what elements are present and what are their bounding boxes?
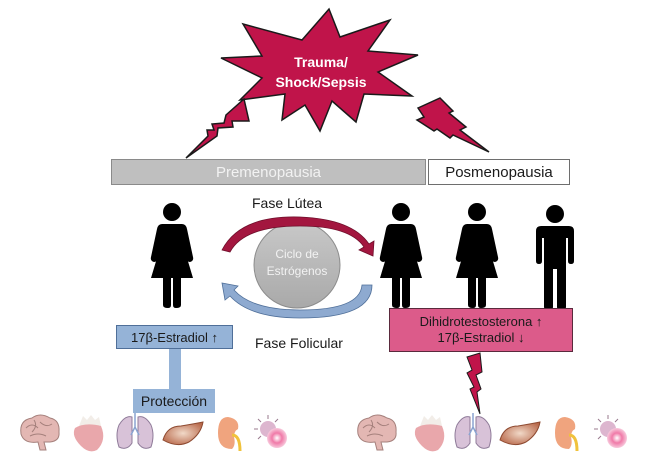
kidney-icon	[216, 415, 242, 453]
lungs-icon	[454, 412, 492, 450]
lightning-bolt-bottom	[466, 352, 483, 415]
trauma-label: Trauma/ Shock/Sepsis	[258, 52, 384, 92]
protection-label: Protección	[140, 393, 208, 409]
man-icon	[536, 205, 574, 311]
protection-box: Protección	[133, 389, 215, 413]
estradiol-increase-box: 17β-Estradiol ↑	[116, 325, 233, 349]
postmenopause-hormone-box: Dihidrotestosterona ↑ 17β-Estradiol ↓	[389, 308, 573, 352]
lightning-bolt-right	[415, 97, 490, 153]
woman-icon	[455, 203, 499, 308]
heart-icon	[73, 415, 104, 452]
heart-icon	[414, 415, 445, 452]
lightning-bolt-left	[185, 97, 250, 159]
trauma-label-line1: Trauma/	[294, 54, 348, 70]
dht-increase-label: Dihidrotestosterona ↑	[419, 314, 543, 329]
cycle-center-label: Ciclo de Estrógenos	[254, 246, 340, 280]
estradiol-decrease-label: 17β-Estradiol ↓	[437, 330, 525, 345]
trauma-starburst	[220, 7, 419, 133]
woman-icon	[379, 203, 423, 308]
trauma-label-line2: Shock/Sepsis	[275, 74, 367, 90]
luteal-phase-arrow	[221, 216, 375, 257]
brain-icon	[20, 414, 60, 451]
kidney-icon	[553, 415, 579, 453]
brain-icon	[357, 414, 397, 451]
follicular-phase-label: Fase Folicular	[255, 335, 343, 351]
premenopause-bar: Premenopausia	[111, 159, 426, 185]
cycle-center-line1: Ciclo de	[275, 247, 319, 261]
immune-cell-icon	[593, 414, 628, 449]
cycle-center-line2: Estrógenos	[266, 264, 328, 278]
lungs-icon	[116, 412, 154, 450]
estradiol-increase-label: 17β-Estradiol ↑	[131, 329, 218, 345]
woman-icon	[150, 203, 194, 308]
luteal-phase-label: Fase Lútea	[252, 195, 323, 211]
liver-icon	[162, 421, 204, 446]
protection-connector	[169, 349, 181, 389]
follicular-phase-arrow	[221, 282, 373, 319]
postmenopause-bar: Posmenopausia	[428, 159, 570, 185]
liver-icon	[499, 421, 541, 446]
immune-cell-icon	[253, 414, 288, 449]
premenopause-label: Premenopausia	[215, 163, 322, 181]
postmenopause-label: Posmenopausia	[445, 163, 553, 181]
